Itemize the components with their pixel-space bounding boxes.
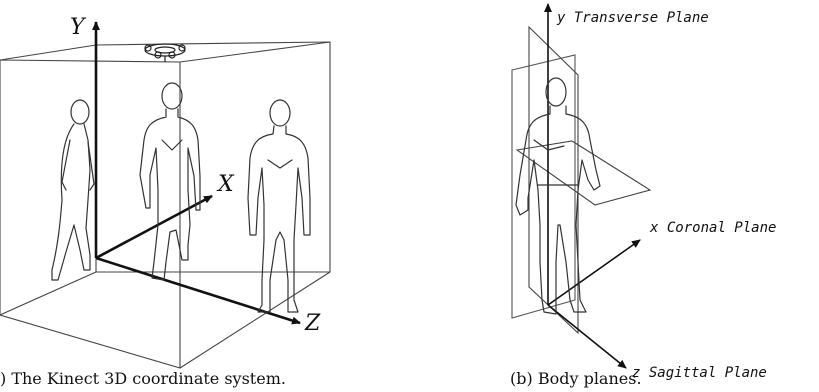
transverse-plane: [515, 140, 652, 206]
human-figure-left: [51, 99, 95, 281]
body-x-axis: [547, 239, 641, 306]
room-edge-bottom-right: [179, 271, 331, 369]
room-front-face: [0, 59, 181, 369]
human-figure-right: [247, 99, 311, 313]
sagittal-plane: [511, 54, 576, 319]
coronal-plane: [528, 25, 579, 335]
body-planes-caption: (b) Body planes.: [510, 369, 642, 388]
coronal-plane-label: x Coronal Plane: [649, 220, 776, 236]
sagittal-plane-label: z Sagittal Plane: [632, 365, 767, 381]
kinect-y-axis-label: Y: [70, 15, 87, 40]
kinect-axes: [92, 21, 301, 325]
human-figure-middle: [139, 82, 201, 281]
room-edge-bottom-left: [0, 271, 97, 316]
room-edge-top-left: [0, 44, 97, 61]
kinect-z-axis-label: Z: [304, 311, 321, 336]
kinect-caption: ) The Kinect 3D coordinate system.: [0, 369, 286, 388]
body-plane-axes: [544, 3, 641, 369]
kinect-x-axis: [95, 194, 213, 260]
kinect-x-axis-label: X: [216, 172, 235, 197]
room-back-face: [95, 41, 331, 273]
human-figure-anatomical: [515, 77, 601, 315]
transverse-plane-label: y Transverse Plane: [556, 10, 709, 26]
body-z-axis: [547, 304, 627, 369]
room-edge-top-right: [179, 41, 331, 63]
kinect-room-box: [0, 41, 331, 369]
kinect-sensor-icon: [144, 43, 186, 62]
